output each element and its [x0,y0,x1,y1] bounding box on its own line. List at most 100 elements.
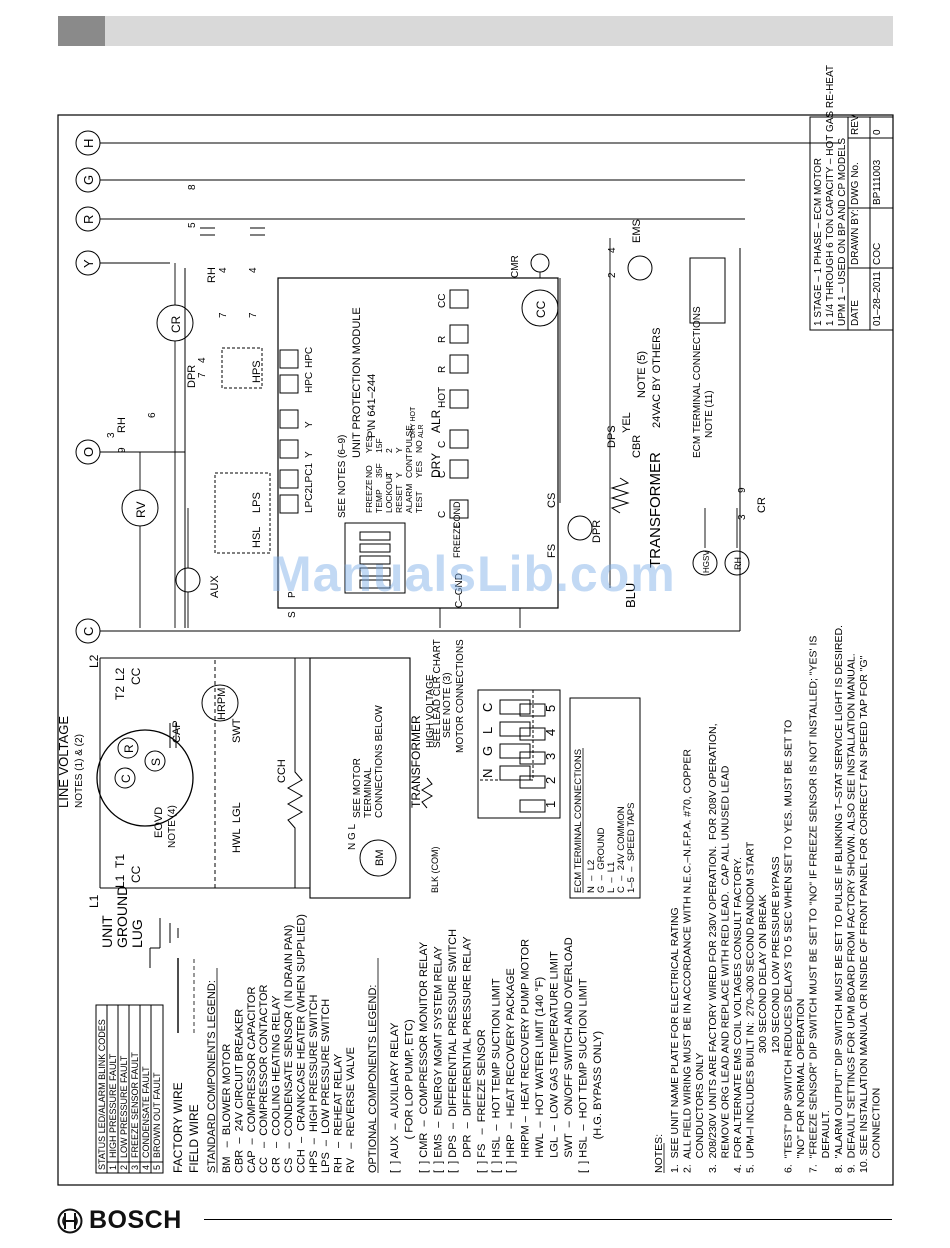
optional-legend-item: [ ] EMS – ENERGY MGMT SYSTEM RELAY [433,946,445,1173]
svg-text:HGSV: HGSV [702,550,711,573]
svg-text:HWL: HWL [231,829,243,853]
dip-setting-b: Y [394,447,404,453]
svg-text:BM: BM [374,850,386,867]
svg-text:C–GND: C–GND [454,573,465,608]
dwg-value: BP111003 [872,159,883,205]
ecm-terminal-item: C – 24V COMMON [616,806,627,893]
upm-terminal [279,374,299,394]
dip-setting-b: NO [414,440,424,453]
note-line: 300 SECOND DELAY ON BREAK [757,894,769,1173]
upm-terminal-label: R [437,366,448,373]
svg-text:R: R [122,744,136,753]
svg-text:TRANSFORMER: TRANSFORMER [647,452,664,568]
svg-text:HRPM: HRPM [216,688,228,720]
svg-text:HPS: HPS [251,360,263,383]
dip-setting-a: 4 [384,473,394,478]
blink-code-text: FREEZE SENSOR FAULT [130,1052,140,1158]
line-voltage-section: LINE VOLTAGE NOTES (1) & (2) L1 L2 L1 T1… [56,654,440,908]
dip-setting-b: YES [364,436,374,453]
svg-text:H: H [81,139,96,148]
upm-terminal [279,349,299,369]
dip-setting-a: CONT [404,454,414,478]
upm-terminal-label: Y [304,421,315,428]
standard-legend-title: STANDARD COMPONENTS LEGEND: [206,980,218,1173]
svg-text:NOTE (5): NOTE (5) [636,351,648,398]
dip-setting-name: ALARM [404,484,414,513]
svg-text:DPS: DPS [606,425,618,448]
title-line-3: UPM 1 – USED ON BP AND CP MODELS [837,138,848,326]
dip-setting-name: RESET [394,485,404,513]
svg-text:TERMINAL: TERMINAL [363,767,374,818]
wire-runs [139,218,745,628]
motor-terminal-pin [499,721,531,737]
svg-text:SEE MOTOR: SEE MOTOR [352,758,363,818]
field-wire-label: FIELD WIRE [187,1104,201,1173]
svg-text:R: R [81,215,96,224]
dip-switch [359,531,391,541]
svg-text:9: 9 [737,487,748,493]
svg-text:UNIT PROTECTION MODULE: UNIT PROTECTION MODULE [351,307,363,458]
svg-text:RH: RH [206,267,218,283]
svg-text:CMR: CMR [510,255,521,278]
control-components: CR RV RH AUX HSL LPS HPS DPR RH [116,227,271,628]
motor-connections: HIGH VOLTAGE MOTOR CONNECTIONS SEE LEAD … [425,639,561,819]
ecm-terminal-item: 1–5 – SPEED TAPS [626,803,637,893]
svg-text:L2: L2 [87,654,101,668]
upm-terminal [279,494,299,514]
svg-text:O: O [81,447,96,457]
motor-speed-tap: 4 [543,729,558,736]
upm-terminal-label: HPC [304,347,315,368]
upm-terminal [279,469,299,489]
blink-header: STATUS LED/ALARM BLINK CODES [97,1019,107,1170]
upm-terminal-label: HOT [437,387,448,408]
svg-text:4: 4 [248,267,259,273]
svg-text:C: C [119,774,133,783]
svg-text:BLU: BLU [623,583,638,608]
dwg-label: DWG No. [850,162,861,205]
note-line: 4. FOR ALTERNATE EMS COIL VOLTAGES CONSU… [732,857,744,1173]
upm-terminal-label: Y [304,451,315,458]
note-line: 120 SECOND LOW PRESSURE BYPASS [770,856,782,1173]
motor-speed-tap: 3 [543,753,558,760]
svg-text:G: G [81,175,96,185]
svg-text:CC: CC [129,667,143,685]
standard-legend-item: CCH – CRANKCASE HEATER (WHEN SUPPLIED) [295,914,307,1173]
motor-speed-tap: 1 [543,801,558,808]
motor-terminal-pin [499,765,531,781]
svg-text:S: S [287,611,298,618]
svg-text:RH: RH [116,417,128,433]
standard-legend: STANDARD COMPONENTS LEGEND: BM – BLOWER … [206,914,357,1173]
svg-text:FS: FS [546,544,558,558]
blink-code-number: 4 [141,1165,151,1170]
svg-text:P\N 641–244: P\N 641–244 [366,374,378,438]
svg-text:5: 5 [187,222,198,228]
unit-ground-lug: UNIT GROUND LUG [99,886,179,968]
motor-speed-pin [519,751,546,765]
svg-text:LGL: LGL [231,802,243,823]
dip-setting-a: NO [364,465,374,478]
standard-legend-item: CAP – COMPRESSOR CAPACITOR [246,987,258,1173]
standard-legend-item: CR – COOLING HEATING RELAY [271,995,283,1173]
note-line: 8. "ALARM OUTPUT" DIP SWITCH MUST BE SET… [833,625,845,1173]
dip-setting-name: TEMP [374,489,384,513]
svg-text:ECM TERMINAL CONNECTIONS: ECM TERMINAL CONNECTIONS [692,306,703,458]
dip-setting-name: LOCKOUT [384,472,394,513]
dip-setting-a: YES [414,461,424,478]
svg-text:CC: CC [129,865,143,883]
svg-text:2: 2 [607,272,618,278]
rev-label: REV [850,114,861,135]
svg-text:S: S [149,758,163,766]
svg-text:4: 4 [197,357,208,363]
optional-legend-item: SWT – ON/OFF SWITCH AND OVERLOAD [563,937,575,1173]
svg-text:MOTOR CONNECTIONS: MOTOR CONNECTIONS [455,639,466,753]
dip-switch [359,543,391,553]
svg-text:4: 4 [607,247,618,253]
svg-text:CONNECTIONS BELOW: CONNECTIONS BELOW [374,705,385,818]
factory-wire-label: FACTORY WIRE [171,1082,185,1173]
upm-terminal [449,324,469,344]
blink-code-text: BROWN OUT FAULT [152,1072,162,1158]
note-line: 1. SEE UNIT NAME PLATE FOR ELECTRICAL RA… [669,907,681,1173]
svg-text:RV: RV [134,502,148,518]
upm-terminal [449,429,469,449]
